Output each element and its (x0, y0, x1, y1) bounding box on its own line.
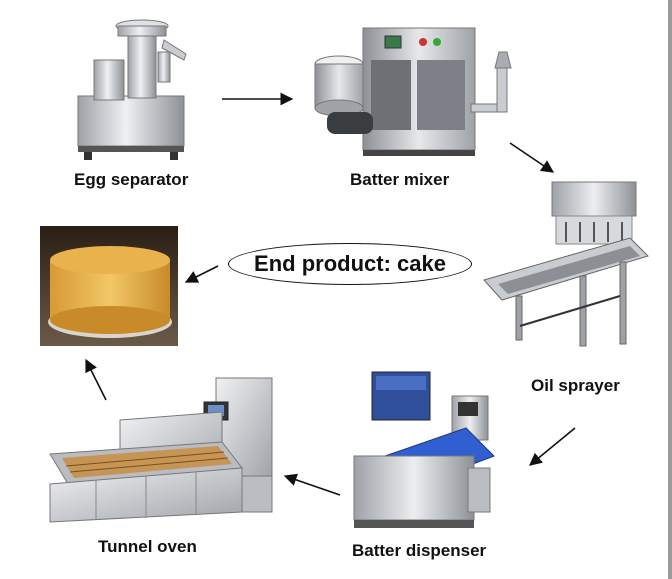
arrow-label-to-cake (184, 265, 219, 283)
arrow-sprayer-to-dispenser (529, 427, 576, 466)
label-batter-mixer: Batter mixer (350, 170, 450, 189)
tunnel-oven-image (49, 377, 273, 523)
oil-sprayer-image (483, 181, 649, 347)
label-batter-dispenser: Batter dispenser (352, 541, 487, 560)
batter-dispenser-image (353, 371, 495, 528)
label-tunnel-oven: Tunnel oven (98, 537, 197, 556)
label-egg-separator: Egg separator (74, 170, 189, 189)
label-oil-sprayer: Oil sprayer (531, 376, 620, 395)
arrow-mixer-to-sprayer (509, 142, 555, 173)
egg-separator-image (77, 19, 187, 160)
cake-photo (40, 226, 178, 346)
arrow-dispenser-to-oven (283, 473, 341, 496)
batter-mixer-image (314, 27, 512, 156)
arrow-oven-to-cake (85, 358, 107, 401)
right-edge-border (668, 0, 672, 579)
end-product-label: End product: cake (228, 243, 472, 285)
